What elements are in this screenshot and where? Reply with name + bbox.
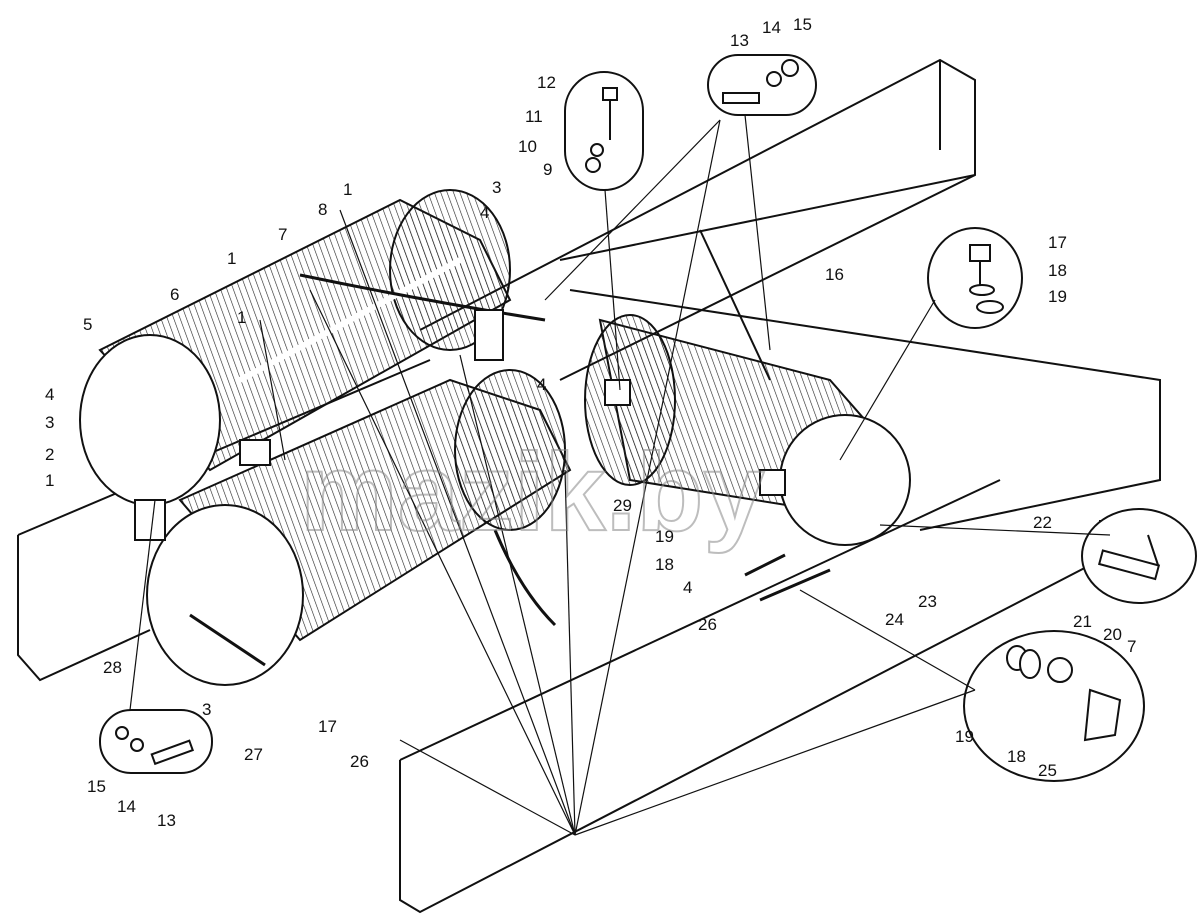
callout-18: 18 [655, 555, 674, 574]
callout-4: 4 [45, 385, 54, 404]
mounting-clamps [134, 309, 786, 541]
callout-27: 27 [244, 745, 263, 764]
detail-bubble-bolt-17 [927, 227, 1023, 329]
callout-1: 1 [227, 249, 236, 268]
callout-3: 3 [492, 178, 501, 197]
callout-15: 15 [793, 15, 812, 34]
callout-22: 22 [1033, 513, 1052, 532]
callout-21: 21 [1073, 612, 1092, 631]
detail-bubble-pin-20-21 [1081, 508, 1197, 604]
callout-12: 12 [537, 73, 556, 92]
callout-labels: 1 1 1 1 2 3 3 3 4 4 4 4 5 6 7 7 8 9 10 1… [45, 15, 1136, 830]
callout-18: 18 [1007, 747, 1026, 766]
callout-5: 5 [83, 315, 92, 334]
callout-7: 7 [278, 225, 287, 244]
callout-1: 1 [343, 180, 352, 199]
callout-13: 13 [730, 31, 749, 50]
callout-9: 9 [543, 160, 552, 179]
callout-18: 18 [1048, 261, 1067, 280]
callout-4: 4 [480, 203, 489, 222]
callout-3: 3 [45, 413, 54, 432]
callout-7: 7 [1127, 637, 1136, 656]
callout-16: 16 [825, 265, 844, 284]
callout-26: 26 [698, 615, 717, 634]
callout-13: 13 [157, 811, 176, 830]
callout-19: 19 [955, 727, 974, 746]
callout-6: 6 [170, 285, 179, 304]
callout-29: 29 [613, 496, 632, 515]
callout-24: 24 [885, 610, 904, 629]
callout-8: 8 [318, 200, 327, 219]
detail-bubble-bolt-13-bottom [99, 709, 213, 774]
callout-25: 25 [1038, 761, 1057, 780]
callout-20: 20 [1103, 625, 1122, 644]
callout-4: 4 [537, 375, 546, 394]
callout-28: 28 [103, 658, 122, 677]
callout-10: 10 [518, 137, 537, 156]
watermark: mazik.by [300, 431, 765, 554]
detail-bubble-elbow-7 [963, 630, 1145, 782]
callout-15: 15 [87, 777, 106, 796]
callout-14: 14 [117, 797, 136, 816]
callout-1: 1 [45, 471, 54, 490]
frame-crossmember [569, 229, 1161, 531]
connecting-pipes [189, 273, 831, 667]
callout-3: 3 [202, 700, 211, 719]
leader-lines [129, 114, 1111, 836]
callout-17: 17 [1048, 233, 1067, 252]
callout-19: 19 [1048, 287, 1067, 306]
callout-23: 23 [918, 592, 937, 611]
callout-1: 1 [237, 308, 246, 327]
callout-17: 17 [318, 717, 337, 736]
frame-rail-upper [419, 58, 976, 381]
detail-bubble-bolt-12 [564, 71, 644, 191]
callout-14: 14 [762, 18, 781, 37]
callout-11: 11 [525, 107, 543, 126]
callout-26: 26 [350, 752, 369, 771]
air-receiver-lower-left [146, 369, 572, 686]
detail-bubble-bolt-13-top [707, 54, 817, 116]
callout-4: 4 [683, 578, 692, 597]
callout-2: 2 [45, 445, 54, 464]
callout-19: 19 [655, 527, 674, 546]
air-receiver-upper-left [79, 189, 512, 506]
